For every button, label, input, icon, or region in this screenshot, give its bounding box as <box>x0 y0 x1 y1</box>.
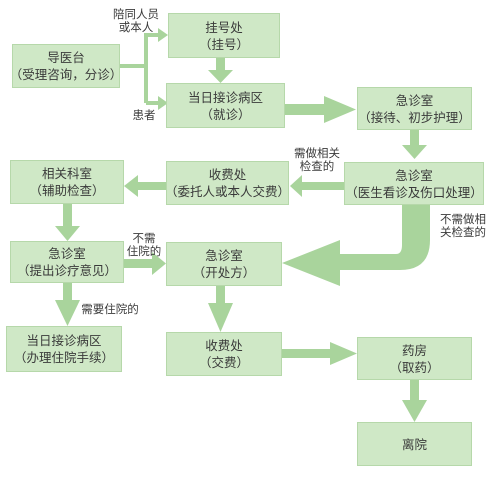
sameday-visit-box: 当日接诊病区 （就诊） <box>166 83 285 128</box>
arrow-to-register-shaft <box>146 33 160 37</box>
payment-exam-title: 收费处 <box>208 167 247 182</box>
er-reception-sub: （接待、初步护理） <box>358 109 471 125</box>
arrow-register-down-shaft <box>216 58 225 71</box>
arrow-guide-stem <box>120 64 147 68</box>
arrow-fee-right-head <box>330 342 357 365</box>
arrow-payment-left-head <box>124 175 138 197</box>
arrow-visit-right-shaft <box>285 104 325 115</box>
er-diagnosis-box: 急诊室 （医生看诊及伤口处理） <box>344 162 484 205</box>
sameday-admit-title: 当日接诊病区 <box>26 333 102 348</box>
sameday-admit-sub: （办理住院手续） <box>13 350 114 365</box>
sameday-admit-box: 当日接诊病区 （办理住院手续） <box>6 326 122 372</box>
er-diagnosis-title: 急诊室 <box>395 167 433 183</box>
arrow-prescribe-down-shaft <box>216 286 225 304</box>
payment-exam-sub: （委托人或本人交费） <box>165 184 291 199</box>
arrow-to-register-head <box>158 28 168 42</box>
arrow-opinion-down-head <box>55 300 80 326</box>
arrow-diagnosis-left-shaft <box>300 182 344 190</box>
arrow-pharmacy-down-shaft <box>410 380 419 401</box>
arrow-fee-right-shaft <box>282 349 332 358</box>
arrow-prescribe-down-head <box>208 303 233 332</box>
pharmacy-sub: （取药） <box>389 359 440 375</box>
label-patient: 患者 <box>132 108 156 122</box>
er-reception-title: 急诊室 <box>395 92 434 108</box>
label-need-exam: 需做相关 检查的 <box>294 146 340 173</box>
arrow-register-down-head <box>208 70 233 83</box>
discharge-box: 离院 <box>357 422 472 466</box>
arrow-reception-down-shaft <box>410 130 419 146</box>
arrow-opinion-right-shaft <box>124 259 154 268</box>
arrow-reception-down-head <box>402 145 427 159</box>
register-box: 挂号处 （挂号） <box>168 13 280 58</box>
er-opinion-title: 急诊室 <box>48 246 86 261</box>
discharge-title: 离院 <box>401 436 427 452</box>
related-dept-title: 相关科室 <box>41 166 92 181</box>
pharmacy-title: 药房 <box>401 342 427 358</box>
label-need-admit: 需要住院的 <box>81 302 139 316</box>
register-title: 挂号处 <box>205 19 243 35</box>
er-diagnosis-sub: （医生看诊及伤口处理） <box>345 184 483 200</box>
payment-fee-box: 收费处 （交费） <box>166 332 282 376</box>
guide-desk-title: 导医台 <box>47 50 85 65</box>
er-prescribe-box: 急诊室 （开处方） <box>166 242 282 286</box>
er-prescribe-sub: （开处方） <box>192 265 256 280</box>
arrow-opinion-down-shaft <box>63 283 72 301</box>
arrow-pharmacy-down-head <box>402 400 427 422</box>
arrow-dept-down-head <box>55 226 80 241</box>
arrow-dept-down-shaft <box>63 204 72 227</box>
arrow-visit-right-head <box>324 96 356 123</box>
label-no-admit: 不需 住院的 <box>126 231 162 258</box>
related-dept-box: 相关科室 （辅助检查） <box>10 160 124 204</box>
arrow-payment-left-shaft <box>136 182 166 190</box>
arrow-opinion-right-head <box>152 252 166 275</box>
label-companion: 陪同人员 或本人 <box>113 7 159 34</box>
guide-desk-box: 导医台 （受理咨询，分诊） <box>9 44 123 88</box>
arrow-to-visit-head <box>158 96 168 110</box>
er-prescribe-title: 急诊室 <box>205 248 243 263</box>
er-opinion-box: 急诊室 （提出诊疗意见） <box>10 241 124 283</box>
er-reception-box: 急诊室 （接待、初步护理） <box>357 87 472 130</box>
payment-fee-title: 收费处 <box>205 338 243 353</box>
pharmacy-box: 药房 （取药） <box>357 337 472 380</box>
guide-desk-sub: （受理咨询，分诊） <box>9 67 123 82</box>
register-sub: （挂号） <box>198 36 249 52</box>
arrow-diagnosis-left-head <box>290 175 302 197</box>
related-dept-sub: （辅助检查） <box>29 183 105 198</box>
payment-fee-sub: （交费） <box>198 355 249 370</box>
sameday-visit-sub: （就诊） <box>200 106 251 122</box>
arrow-diagnosis-to-prescribe <box>282 205 430 286</box>
er-opinion-sub: （提出诊疗意见） <box>16 263 117 278</box>
arrow-bracket-vertical <box>144 33 148 103</box>
arrow-to-visit-shaft <box>146 101 160 105</box>
payment-exam-box: 收费处 （委托人或本人交费） <box>165 161 291 205</box>
label-no-exam: 不需做相 关检查的 <box>440 212 486 239</box>
sameday-visit-title: 当日接诊病区 <box>187 89 263 105</box>
